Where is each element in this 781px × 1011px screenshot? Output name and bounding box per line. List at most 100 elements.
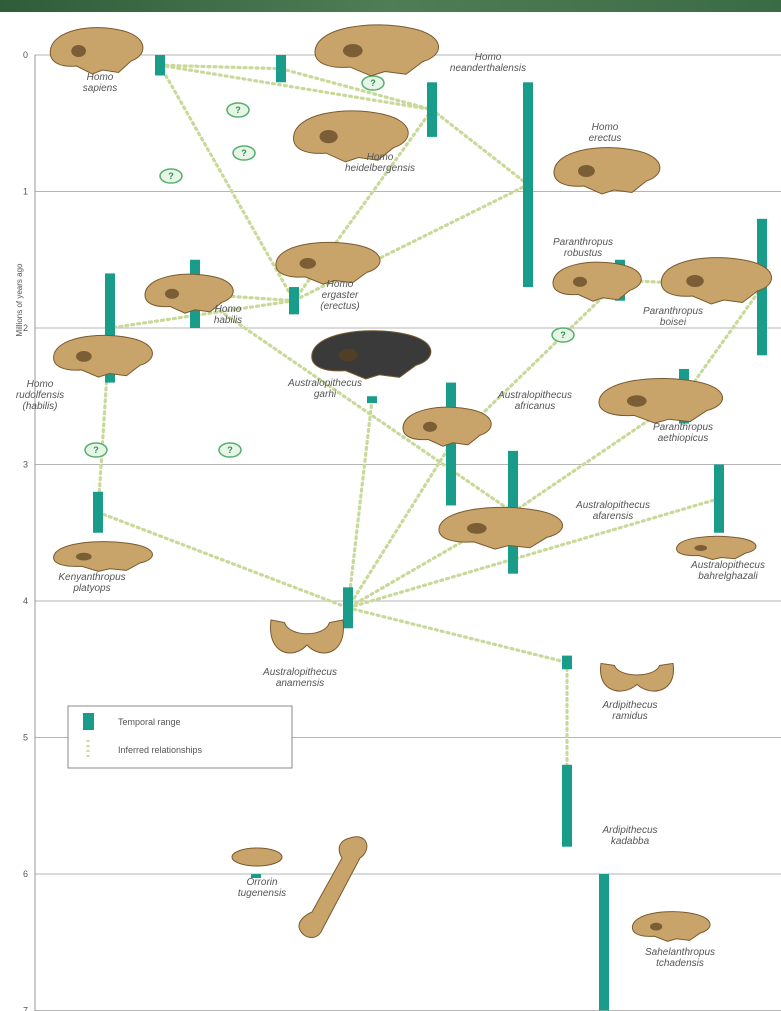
range-bar-rudolfensis	[105, 273, 115, 383]
skull-shape	[292, 110, 409, 163]
question-bubble	[232, 145, 256, 161]
skull-shape	[660, 257, 773, 305]
species-label-line: Homo	[367, 152, 394, 163]
eye-socket	[650, 922, 663, 931]
eye-socket	[76, 351, 92, 362]
question-mark-text: ?	[93, 445, 99, 455]
species-label-line: Orrorin	[246, 877, 278, 888]
tick-label-6: 6	[23, 869, 28, 879]
skull-icon-bahrelghazali	[675, 535, 757, 561]
species-label-line: Sahelanthropus	[645, 947, 715, 958]
question-marker-1: ?	[361, 75, 385, 91]
species-label-line: rudolfensis	[16, 390, 64, 401]
question-mark-text: ?	[168, 171, 174, 181]
skull-shape	[675, 535, 757, 561]
question-mark-text: ?	[235, 105, 241, 115]
skull-shape	[53, 334, 153, 378]
species-label-line: Paranthropus	[553, 237, 613, 248]
species-label-line: Australopithecus	[287, 378, 362, 389]
legend: Temporal range Inferred relationships	[67, 705, 293, 769]
bone-fragment	[231, 847, 283, 867]
question-mark-text: ?	[370, 78, 376, 88]
skull-icon-tchadensis	[631, 911, 711, 942]
skull-icon-boisei	[660, 257, 773, 305]
range-bar-bahrelghazali	[714, 464, 724, 533]
species-label-line: habilis	[214, 315, 242, 326]
top-banner	[0, 0, 781, 12]
skull-icon-rudolfensis	[53, 334, 153, 378]
relationship-neanderthalensis-heidelbergensis	[279, 67, 434, 112]
species-label-line: Australopithecus	[575, 500, 650, 511]
species-label-line: Homo	[87, 72, 114, 83]
femur-shape	[298, 836, 368, 938]
relationship-anamensis-ramidus	[346, 606, 569, 665]
species-label-line: africanus	[515, 401, 556, 412]
species-label-line: (erectus)	[320, 301, 359, 312]
range-bar-anamensis	[343, 587, 353, 629]
skull-icon-robustus	[552, 261, 642, 302]
skull-shape	[53, 541, 153, 572]
question-bubble	[84, 442, 108, 458]
legend-box	[67, 705, 293, 769]
tick-label-0: 0	[23, 50, 28, 60]
species-label-line: Paranthropus	[643, 306, 703, 317]
question-marker-4: ?	[159, 168, 183, 184]
species-label-line: Ardipithecus	[601, 825, 657, 836]
species-label-line: kadabba	[611, 836, 650, 847]
skull-icon-garhi	[311, 330, 432, 380]
species-label-line: ramidus	[612, 711, 648, 722]
species-label-line: Australopithecus	[690, 560, 765, 571]
range-bar-tchadensis	[599, 874, 609, 1011]
eye-socket	[467, 523, 487, 534]
skull-icon-aethiopicus	[598, 377, 724, 424]
species-label-line: anamensis	[276, 678, 324, 689]
skull-icon-afarensis	[438, 506, 564, 550]
species-label-line: Homo	[27, 379, 54, 390]
femur-icon-tugenensis	[298, 836, 368, 938]
jaw-icon-anamensis	[270, 619, 344, 654]
range-bar-neanderthalensis	[276, 55, 286, 83]
question-marker-5: ?	[551, 327, 575, 343]
skull-shape	[438, 506, 564, 550]
skull-icon-heidelbergensis	[292, 110, 409, 163]
eye-socket	[578, 165, 595, 177]
species-label-line: robustus	[564, 248, 602, 259]
eye-socket	[299, 258, 317, 269]
species-label-line: Homo	[327, 279, 354, 290]
range-bar-platyops	[93, 491, 103, 533]
fossil-images	[49, 24, 773, 942]
tick-label-4: 4	[23, 596, 28, 606]
skull-shape	[631, 911, 711, 942]
jaw-shape	[270, 619, 344, 654]
tick-label-2: 2	[23, 323, 28, 333]
range-bar-kadabba	[562, 764, 572, 847]
range-bar-ramidus	[562, 655, 572, 670]
question-bubble	[226, 102, 250, 118]
skull-icon-habilis	[144, 273, 234, 314]
question-mark-text: ?	[241, 148, 247, 158]
range-bar-heidelbergensis	[427, 82, 437, 137]
species-label-line: Ardipithecus	[601, 700, 657, 711]
skull-icon-africanus	[402, 406, 492, 447]
skull-shape	[552, 261, 642, 302]
relationship-sapiens-ergaster	[158, 63, 296, 303]
skull-shape	[598, 377, 724, 424]
eye-socket	[343, 44, 363, 58]
relationship-sapiens-neanderthalensis	[158, 63, 283, 71]
species-label-line: boisei	[660, 317, 687, 328]
relationship-heidelbergensis-erectus	[430, 107, 530, 187]
question-bubble	[159, 168, 183, 184]
question-marker-6: ?	[84, 442, 108, 458]
species-label-line: Australopithecus	[262, 667, 337, 678]
